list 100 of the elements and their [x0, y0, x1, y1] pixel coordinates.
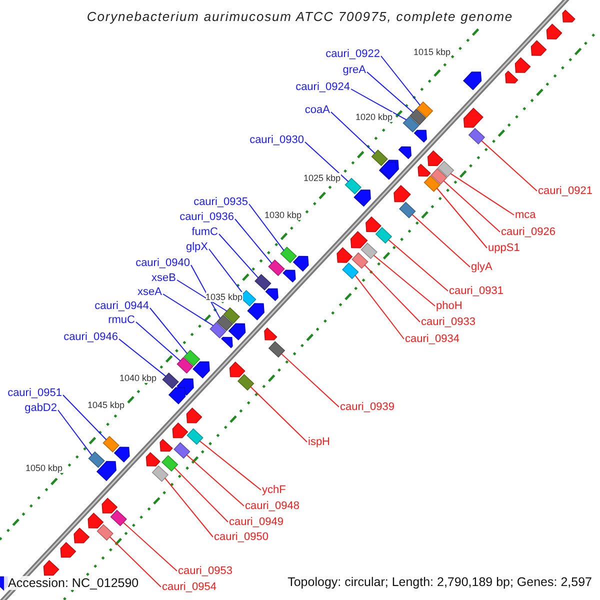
gene-label: xseB	[152, 271, 176, 285]
position-label: 1020 kbp	[356, 112, 393, 122]
leader-line	[250, 386, 308, 442]
gene-label: phoH	[436, 299, 462, 313]
gene-box	[184, 350, 200, 366]
gene-label: cauri_0936	[180, 210, 234, 224]
gene-box	[424, 175, 441, 192]
gene-label: cauri_0940	[136, 256, 190, 270]
leader-line	[388, 239, 448, 292]
gene-label: cauri_0949	[229, 515, 284, 529]
gene-label: cauri_0944	[94, 299, 149, 313]
position-label: 1015 kbp	[414, 47, 451, 57]
leader-line	[450, 173, 514, 216]
gene-label: cauri_0926	[501, 225, 556, 239]
position-label: 1025 kbp	[304, 173, 341, 183]
leader-line	[62, 394, 107, 440]
leader-line	[162, 294, 214, 326]
gene-label: glpX	[186, 240, 208, 254]
gene-box	[416, 101, 434, 118]
gene-box	[223, 307, 240, 324]
gene-label: ispH	[308, 435, 330, 449]
gene-box	[399, 202, 416, 218]
leader-line	[234, 218, 272, 264]
gene-label: coaA	[304, 103, 330, 117]
gene-label: fumC	[192, 225, 218, 239]
leader-line	[412, 214, 470, 268]
gene-label: cauri_0951	[8, 386, 62, 400]
leader-line	[443, 180, 500, 232]
gene-box	[268, 259, 285, 276]
gene-box	[402, 116, 420, 133]
gene-label: uppS1	[488, 241, 520, 255]
leader-line	[373, 254, 436, 306]
gene-box	[96, 524, 114, 541]
leader-line	[186, 454, 244, 506]
gene-label: cauri_0954	[162, 580, 216, 594]
gene-label: cauri_0950	[214, 530, 268, 544]
gene-label: cauri_0939	[340, 400, 394, 414]
gene-box	[210, 322, 226, 338]
leader-line	[480, 140, 538, 192]
leader-line	[164, 478, 214, 538]
gene-label: cauri_0921	[538, 184, 592, 198]
position-label: 1040 kbp	[120, 373, 157, 383]
leader-line	[436, 188, 488, 248]
position-label: 1030 kbp	[264, 210, 302, 220]
gene-box	[360, 242, 378, 260]
gene-box	[344, 178, 362, 194]
gene-label: cauri_0931	[449, 284, 504, 298]
gene-label: cauri_0922	[326, 47, 380, 61]
gene-label: cauri_0946	[64, 330, 118, 344]
leader-line	[174, 467, 228, 522]
gene-label: glyA	[471, 260, 492, 274]
leader-line	[58, 410, 92, 456]
leader-line	[150, 308, 188, 354]
leader-line	[364, 264, 420, 322]
leader-line	[280, 353, 340, 408]
leader-line	[109, 536, 162, 588]
gene-box	[410, 108, 426, 126]
leader-line	[199, 440, 262, 490]
gene-label: cauri_0924	[296, 80, 350, 94]
gene-box	[237, 374, 254, 391]
leader-line	[366, 72, 414, 114]
leader-line	[118, 338, 166, 377]
gene-box	[162, 372, 179, 390]
leader-line	[248, 204, 284, 251]
gene-box	[186, 428, 204, 445]
position-label: 1050 kbp	[26, 463, 63, 473]
gene-label: ychF	[262, 483, 286, 497]
genome-summary-text: Topology: circular; Length: 2,790,189 bp; Genes: 2,597	[288, 575, 592, 589]
gene-label: cauri_0934	[405, 332, 460, 346]
leader-line	[380, 56, 421, 106]
gene-label: cauri_0953	[178, 564, 232, 578]
gene-label: rmuC	[108, 313, 135, 327]
leader-line	[208, 248, 244, 294]
title: Corynebacterium aurimucosum ATCC 700975, complete genome	[86, 9, 514, 24]
leader-line	[176, 280, 228, 312]
gene-box	[371, 150, 388, 166]
gene-box	[280, 246, 297, 264]
gene-label: gabD2	[24, 401, 57, 415]
gene-label: cauri_0948	[245, 499, 300, 513]
gene-label: mca	[515, 208, 536, 222]
gene-box	[468, 128, 486, 144]
gene-box	[254, 274, 272, 291]
gene-box	[110, 510, 127, 526]
leader-line	[354, 274, 404, 340]
gene-label: cauri_0935	[194, 195, 248, 209]
position-label: 1035 kbp	[206, 292, 243, 302]
gene-label: cauri_0930	[250, 133, 304, 147]
gene-box	[161, 455, 178, 472]
gene-box	[437, 160, 454, 178]
gene-box	[174, 442, 190, 459]
gene-box	[176, 357, 194, 374]
leader-line	[304, 142, 349, 182]
gene-box	[342, 262, 359, 280]
gene-box	[430, 168, 448, 185]
leader-line	[350, 88, 407, 120]
gene-box	[375, 227, 392, 244]
position-label: 1045 kbp	[88, 400, 125, 410]
leader-line	[330, 112, 376, 154]
leader-line	[136, 322, 181, 362]
gene-box	[268, 341, 286, 358]
